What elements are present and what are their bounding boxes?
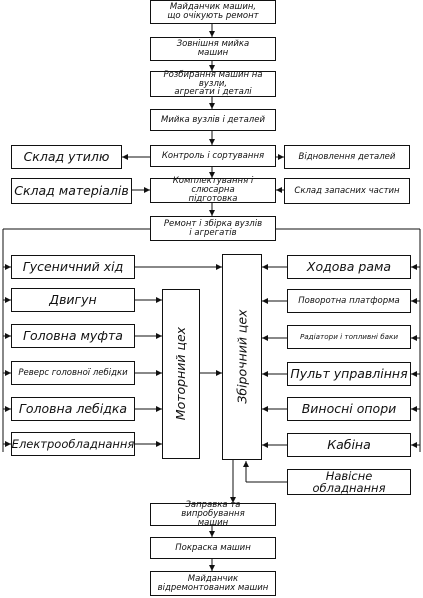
left-unit-engine: Двигун [11,288,135,312]
left-unit-electrical: Електрообладнання [11,432,135,456]
right-unit-outriggers: Виносні опори [287,397,411,421]
right-unit-radiators-tanks: Радіатори і топливні баки [287,325,411,349]
assembly-shop-box: Збірочний цех [222,254,262,460]
right-unit-cabin: Кабіна [287,433,411,457]
materials-store-box: Склад матеріалів [11,178,132,204]
right-unit-control-panel: Пульт управління [287,362,411,386]
assembly-shop-label: Збірочний цех [234,309,250,405]
repair-assembly-box: Ремонт і збірка вузлів і агрегатів [150,216,276,241]
parts-restoration-box: Відновлення деталей [284,145,410,169]
parts-wash-box: Мийка вузлів і деталей [150,109,276,131]
collection-site-box: Майданчик машин, що очікують ремонт [150,0,276,24]
inspection-box: Контроль і сортування [150,145,276,167]
kitting-box: Комплектування і слюсарна підготовка [150,177,276,203]
right-unit-mounted-equipment: Навісне обладнання [287,469,411,495]
left-unit-tracks: Гусеничний хід [11,255,135,279]
right-unit-turntable: Поворотна платформа [287,289,411,313]
right-unit-running-frame: Ходова рама [287,255,411,279]
left-unit-main-winch: Головна лебідка [11,397,135,421]
left-unit-winch-reverse: Реверс головної лебідки [11,361,135,385]
painting-box: Покраска машин [150,537,276,559]
refuel-test-box: Заправка та випробування машин [150,501,276,527]
disassembly-box: Розбирання машин на вузли, агрегати і де… [150,70,276,97]
spare-parts-store-box: Склад запасних частин [284,178,410,204]
repaired-site-box: Майданчик відремонтованих машин [150,571,276,596]
external-wash-box: Зовнішня мийка машин [150,37,276,61]
motor-shop-label: Моторний цех [173,327,189,421]
motor-shop-box: Моторний цех [162,289,200,459]
left-unit-main-clutch: Головна муфта [11,324,135,348]
scrap-store-box: Склад утилю [11,145,122,169]
